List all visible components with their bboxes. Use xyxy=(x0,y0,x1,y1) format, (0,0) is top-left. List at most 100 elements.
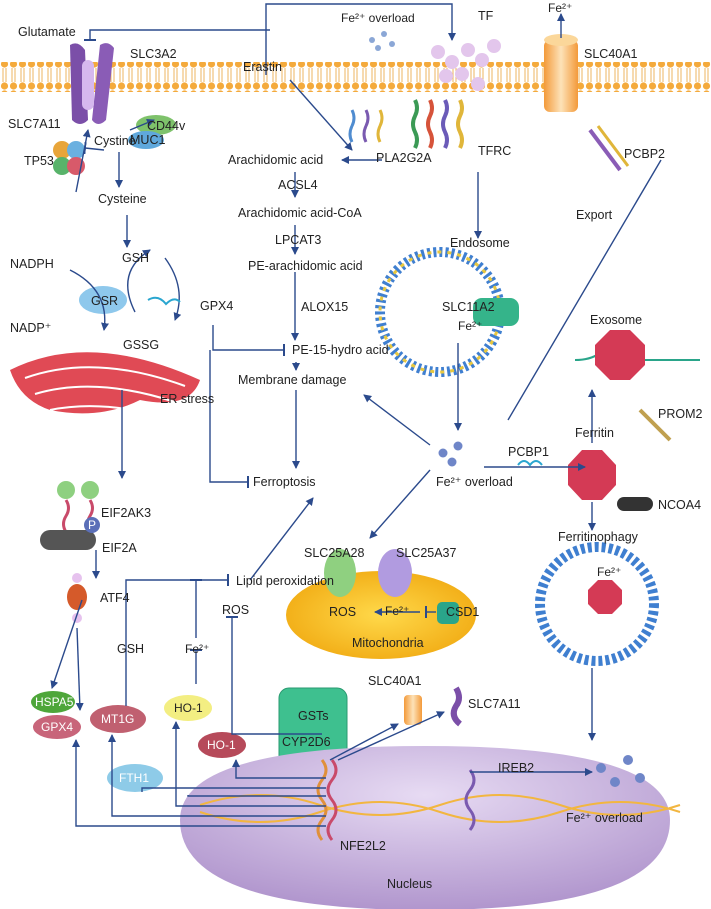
label-ho1-red: HO-1 xyxy=(207,738,236,752)
endosome-vesicle-icon xyxy=(375,247,519,377)
cell-membrane xyxy=(0,62,711,92)
label-nucleus: Nucleus xyxy=(387,877,432,891)
label-pla2g2a: PLA2G2A xyxy=(376,151,432,165)
fe-overload-dots-mid xyxy=(438,441,463,467)
label-tp53: TP53 xyxy=(24,154,54,168)
label-pcbp1: PCBP1 xyxy=(508,445,549,459)
label-slc11a2: SLC11A2 xyxy=(442,300,495,314)
gsr-enzyme-icon xyxy=(79,286,127,314)
tf-cluster-icon xyxy=(431,39,501,91)
label-acsl4: ACSL4 xyxy=(278,178,318,192)
label-slc40a1-nuc: SLC40A1 xyxy=(368,674,422,688)
mt1g-oval xyxy=(90,705,146,733)
label-fe-overload-top: Fe²⁺ overload xyxy=(341,11,415,25)
label-alox15: ALOX15 xyxy=(301,300,348,314)
label-cysteine: Cysteine xyxy=(98,192,147,206)
prom2-icon xyxy=(638,408,672,442)
label-fe-overload-mid: Fe²⁺ overload xyxy=(436,475,513,489)
fth1-oval xyxy=(107,764,163,792)
label-fe-endo: Fe²⁺ xyxy=(458,319,482,333)
label-gsts: GSTs xyxy=(298,709,329,723)
label-p: P xyxy=(88,518,96,532)
label-nadp: NADP⁺ xyxy=(10,321,51,335)
label-csd1: CSD1 xyxy=(446,605,479,619)
label-fe-small: Fe²⁺ xyxy=(185,642,209,656)
fe-overload-dots-top xyxy=(369,31,395,51)
label-tf: TF xyxy=(478,9,494,23)
pcbp2-icon xyxy=(588,125,630,172)
tfrc-receptor-icon xyxy=(411,99,464,149)
ncoa4-icon xyxy=(617,497,653,511)
label-fe-overload-bottom: Fe²⁺ overload xyxy=(566,811,643,825)
label-slc3a2: SLC3A2 xyxy=(130,47,177,61)
label-arachidonic: Arachidomic acid xyxy=(228,153,323,167)
slc7a11-transporter-icon xyxy=(70,43,114,125)
slc7a11-small-icon xyxy=(450,686,462,727)
label-glutamate: Glutamate xyxy=(18,25,76,39)
label-erastin: Erastin xyxy=(243,60,282,74)
label-pe-arachidonic: PE-arachidomic acid xyxy=(248,259,363,273)
label-gsr: GSR xyxy=(91,294,118,308)
label-slc25a28: SLC25A28 xyxy=(304,546,365,560)
label-hspa5: HSPA5 xyxy=(35,695,74,709)
label-cystine: Cystine xyxy=(94,134,136,148)
label-exosome: Exosome xyxy=(590,313,642,327)
label-prom2: PROM2 xyxy=(658,407,703,421)
label-fe-phago: Fe²⁺ xyxy=(597,565,621,579)
label-slc25a37: SLC25A37 xyxy=(396,546,457,560)
label-ferroptosis: Ferroptosis xyxy=(253,475,316,489)
label-fe-mito: Fe²⁺ xyxy=(385,604,409,618)
label-mitochondria: Mitochondria xyxy=(352,636,424,650)
label-cd44v: CD44v xyxy=(147,119,186,133)
label-membrane-damage: Membrane damage xyxy=(238,373,346,387)
label-er-stress: ER stress xyxy=(160,392,214,406)
label-eif2ak3: EIF2AK3 xyxy=(101,506,151,520)
ferritinophagy-vesicle-icon xyxy=(535,542,659,666)
ho1-yellow-oval xyxy=(164,695,212,721)
exosome-icon xyxy=(574,330,700,380)
label-lipid-peroxidation: Lipid peroxidation xyxy=(236,574,334,588)
label-ncoa4: NCOA4 xyxy=(658,498,701,512)
pcbp1-icon xyxy=(517,460,543,467)
label-gsh-bottom: GSH xyxy=(117,642,144,656)
glutathione-cycle-icon xyxy=(69,249,182,331)
label-endosome: Endosome xyxy=(450,236,510,250)
label-slc7a11: SLC7A11 xyxy=(8,117,61,131)
endoplasmic-reticulum-icon xyxy=(10,352,200,417)
hspa5-oval xyxy=(31,691,75,713)
label-arachidonic-coa: Arachidomic acid-CoA xyxy=(238,206,362,220)
label-lpcat3: LPCAT3 xyxy=(275,233,321,247)
label-mt1g: MT1G xyxy=(101,712,134,726)
slc40a1-channel-icon xyxy=(544,34,578,112)
slc40a1-small-icon xyxy=(404,695,422,725)
nucleus-icon xyxy=(180,746,681,909)
label-slc7a11-nuc: SLC7A11 xyxy=(468,697,521,711)
label-gpx4-bottom: GPX4 xyxy=(41,720,73,734)
label-muc1: MUC1 xyxy=(130,133,165,147)
label-ferritinophagy: Ferritinophagy xyxy=(558,530,639,544)
label-pcbp2: PCBP2 xyxy=(624,147,665,161)
pla2g2a-icon xyxy=(348,109,384,143)
label-fe-export: Fe²⁺ xyxy=(548,1,572,15)
label-nadph: NADPH xyxy=(10,257,54,271)
label-ho1-yellow: HO-1 xyxy=(174,701,203,715)
pathway-connectors xyxy=(50,3,662,827)
label-ros-mito: ROS xyxy=(329,605,356,619)
label-eif2a: EIF2A xyxy=(102,541,137,555)
label-gssg: GSSG xyxy=(123,338,159,352)
label-gpx4: GPX4 xyxy=(200,299,233,313)
label-slc40a1: SLC40A1 xyxy=(584,47,638,61)
fe-overload-dots-bottom xyxy=(596,755,645,787)
label-ros: ROS xyxy=(222,603,249,617)
label-export: Export xyxy=(576,208,613,222)
label-ireb2: IREB2 xyxy=(498,761,534,775)
label-fth1: FTH1 xyxy=(119,771,149,785)
label-pe15: PE-15-hydro acid xyxy=(292,343,389,357)
ho1-red-oval xyxy=(198,732,246,758)
eif2a-icon xyxy=(40,517,100,550)
label-atf4: ATF4 xyxy=(100,591,130,605)
label-cyp2d6: CYP2D6 xyxy=(282,735,331,749)
ferritin-icon xyxy=(568,450,616,500)
label-tfrc: TFRC xyxy=(478,144,511,158)
